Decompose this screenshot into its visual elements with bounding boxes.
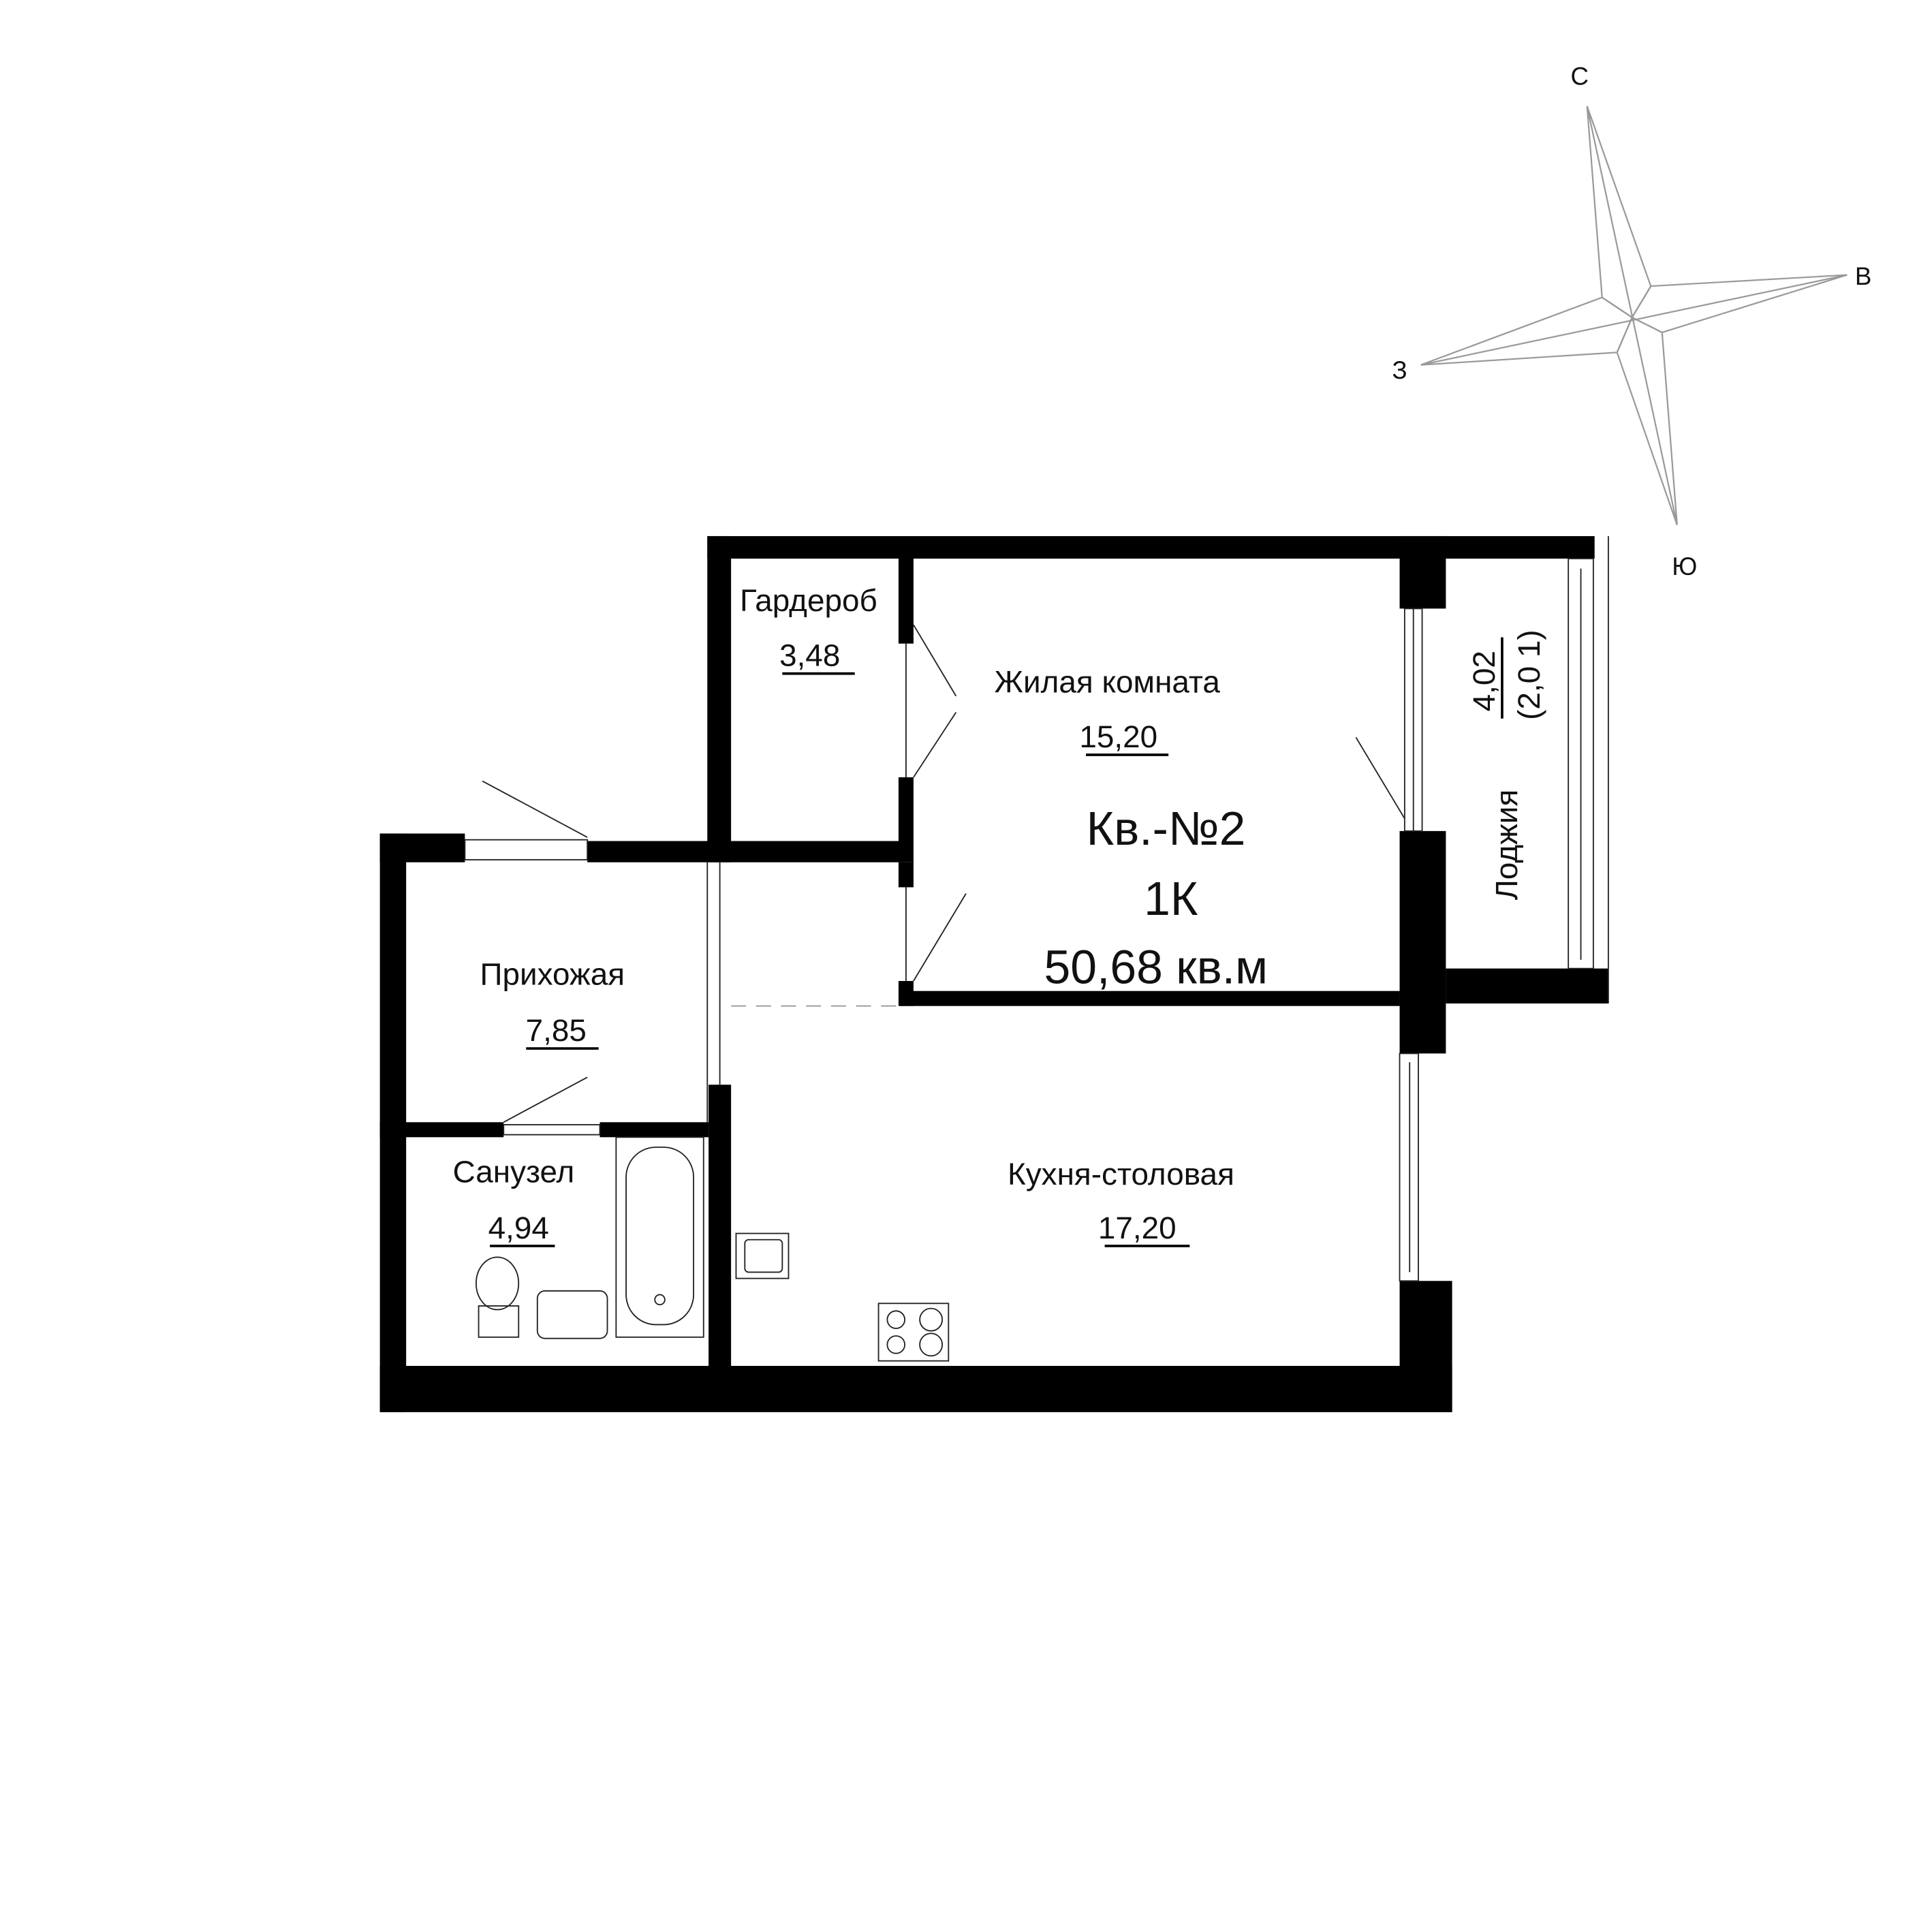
bathtub — [615, 1136, 704, 1338]
compass-east-label: В — [1855, 262, 1871, 290]
loggia-area: 4,02 — [1466, 651, 1501, 711]
walls — [379, 535, 1608, 1412]
hall-name: Прихожая — [480, 956, 625, 992]
kitchen-sink — [735, 1232, 790, 1279]
openings — [464, 535, 1609, 1282]
kitchen-area: 17,20 — [1098, 1210, 1177, 1245]
wardrobe-name: Гардероб — [740, 582, 877, 618]
apartment-type: 1К — [1144, 872, 1198, 925]
toilet — [475, 1256, 520, 1338]
washbasin — [536, 1290, 608, 1339]
bathroom-area: 4,94 — [488, 1210, 549, 1245]
loggia-area-reduced: (2,0 1) — [1511, 629, 1546, 720]
door-swing — [913, 624, 957, 697]
living-room-name: Жилая комната — [995, 664, 1221, 699]
compass-rose: С В Ю З — [1392, 63, 1871, 580]
kitchen-name: Кухня-столовая — [1008, 1156, 1234, 1191]
apartment-number: Кв.-№2 — [1087, 802, 1246, 855]
compass-west-label: З — [1392, 356, 1407, 384]
compass-north-label: С — [1570, 63, 1588, 91]
loggia-name: Лоджия — [1489, 790, 1524, 900]
living-room-area: 15,20 — [1079, 719, 1157, 754]
wardrobe-area: 3,48 — [779, 638, 840, 673]
compass-south-label: Ю — [1672, 552, 1697, 580]
apartment-total-area: 50,68 кв.м — [1044, 941, 1268, 994]
hall-area: 7,85 — [526, 1012, 587, 1048]
bathroom-name: Санузел — [453, 1153, 575, 1189]
stove — [877, 1303, 950, 1362]
